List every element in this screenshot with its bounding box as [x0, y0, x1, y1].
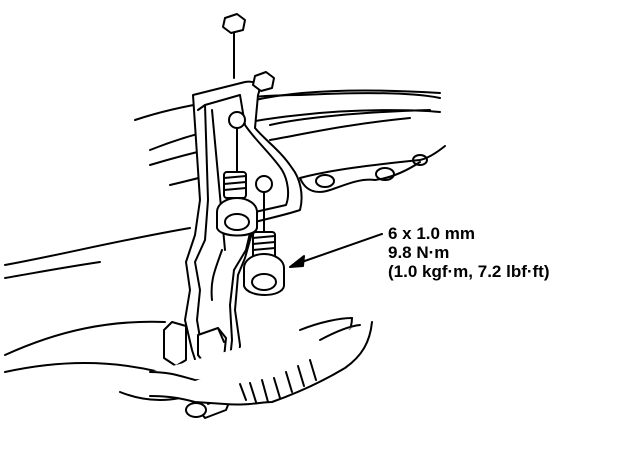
bolt-size-label: 6 x 1.0 mm — [388, 224, 475, 243]
torque-alt-label: (1.0 kgf·m, 7.2 lbf·ft) — [388, 262, 550, 281]
lower-bolt — [243, 231, 285, 296]
torque-nm-label: 9.8 N·m — [388, 243, 450, 262]
body-panel — [4, 227, 191, 401]
hose-harness — [149, 317, 373, 418]
hex-head-icon — [252, 71, 275, 92]
bolt-hole — [255, 175, 273, 193]
torque-spec-callout: 6 x 1.0 mm 9.8 N·m (1.0 kgf·m, 7.2 lbf·f… — [388, 224, 550, 281]
hex-head-icon — [222, 13, 246, 34]
crossmember — [134, 89, 446, 193]
bolt-hole — [228, 111, 246, 129]
leader-arrow-icon — [289, 233, 383, 268]
bolt-position-marks — [222, 13, 275, 233]
upper-bolt — [216, 171, 258, 237]
